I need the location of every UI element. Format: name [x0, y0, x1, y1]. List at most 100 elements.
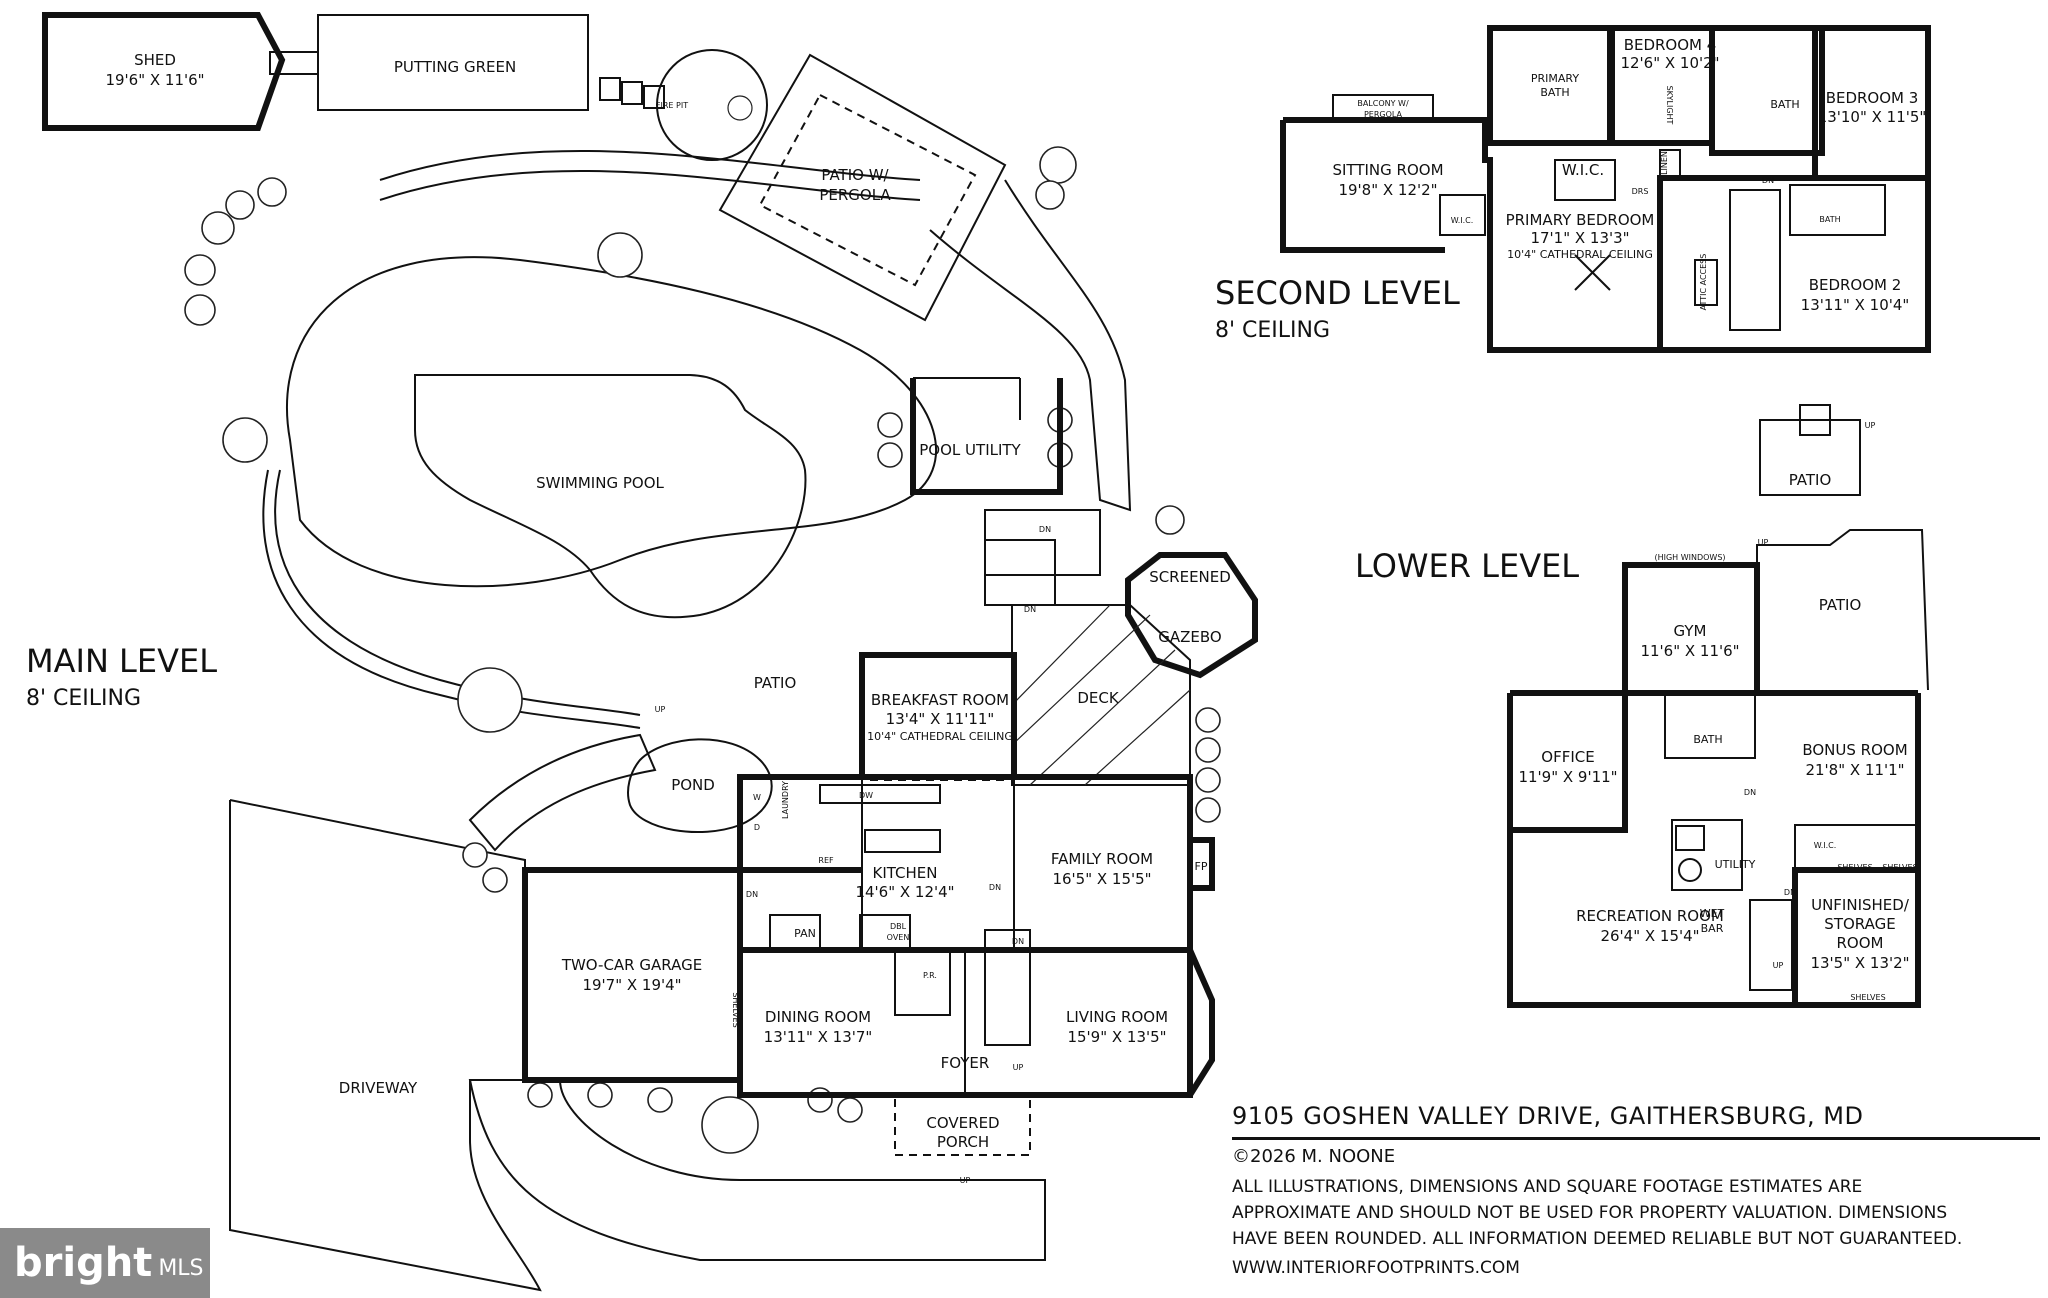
- driveway-outline: [229, 799, 542, 1292]
- stair-dn-label: DN: [1744, 788, 1756, 797]
- balcony-label-2: PERGOLA: [1364, 110, 1403, 119]
- storage-label-3: ROOM: [1837, 934, 1884, 952]
- deck-label: DECK: [1077, 689, 1120, 707]
- ref-label: REF: [818, 856, 834, 865]
- pool-utility-walls: [910, 378, 1063, 495]
- shrub: [1195, 737, 1221, 763]
- pergola-outline: [758, 93, 977, 287]
- shrub: [1155, 505, 1185, 535]
- bonus-room-label: BONUS ROOM: [1802, 741, 1907, 759]
- fireplace-label: FP: [1195, 860, 1208, 873]
- retaining-wall: [274, 469, 641, 716]
- shrub: [225, 190, 255, 220]
- primary-bedroom-note: 10'4" CATHEDRAL CEILING: [1507, 248, 1653, 261]
- pantry-label: PAN: [794, 927, 816, 940]
- shelves-label: SHELVES: [1837, 863, 1872, 872]
- balcony-outline: [1332, 94, 1434, 121]
- second-level-outline: [1283, 117, 1660, 353]
- swimming-pool-outline: [414, 374, 807, 619]
- shrub: [647, 1087, 673, 1113]
- second-bath: [1789, 184, 1886, 236]
- shrub: [527, 1082, 553, 1108]
- main-level-landscape: [42, 12, 1221, 1292]
- bright-mls-logo: bright MLS: [0, 1228, 210, 1298]
- linen-closet: [1659, 149, 1681, 179]
- main-level-title: MAIN LEVEL: [26, 642, 217, 680]
- shed-outline: [42, 12, 286, 131]
- lower-level-title: LOWER LEVEL: [1355, 547, 1579, 585]
- office-label: OFFICE: [1541, 748, 1594, 766]
- driveway-label: DRIVEWAY: [339, 1079, 418, 1097]
- storage-walls: [1792, 867, 1921, 1008]
- stair-dn-label: DN: [989, 883, 1001, 892]
- shrub: [877, 442, 903, 468]
- stair-up-label: UP: [1758, 538, 1769, 547]
- second-level-ceiling: 8' CEILING: [1215, 318, 1330, 343]
- tree: [597, 232, 643, 278]
- wet-bar-label-2: BAR: [1701, 922, 1724, 935]
- pond-label: POND: [671, 776, 715, 794]
- pool-deck-outline: [285, 256, 938, 588]
- gazebo-label-1: SCREENED: [1149, 568, 1231, 586]
- shrub: [482, 867, 508, 893]
- shelves-label: SHELVES: [1850, 993, 1885, 1002]
- lower-patio-outline: [1756, 529, 1929, 691]
- stair-dn-label: DN: [1762, 176, 1774, 185]
- patio-pergola-outline: [718, 53, 1007, 322]
- office-walls: [1510, 693, 1628, 833]
- dining-room-label: DINING ROOM: [765, 1008, 871, 1026]
- high-windows-label: (HIGH WINDOWS): [1654, 553, 1725, 562]
- garden-steps: [468, 733, 657, 852]
- stair-up-label: UP: [1773, 961, 1784, 970]
- garage-label: TWO-CAR GARAGE: [561, 956, 702, 974]
- laundry-label: LAUNDRY: [781, 781, 790, 819]
- powder-room-label: P.R.: [923, 971, 937, 980]
- family-room-dim: 16'5" X 15'5": [1052, 870, 1151, 888]
- utility-label: UTILITY: [1715, 858, 1756, 871]
- bedroom-2-dim: 13'11" X 10'4": [1801, 296, 1910, 314]
- main-level-ceiling: 8' CEILING: [26, 686, 141, 711]
- shrub: [1195, 707, 1221, 733]
- stepping-stone: [621, 81, 643, 105]
- second-level-plan: [1280, 25, 1931, 353]
- breakfast-room-label: BREAKFAST ROOM: [871, 691, 1009, 709]
- patio-stairs: [1799, 404, 1831, 436]
- patio-pergola-label-1: PATIO W/: [821, 166, 889, 184]
- tree: [701, 1096, 759, 1154]
- dryer-label: D: [754, 823, 760, 832]
- shrub: [462, 842, 488, 868]
- lower-patio-label: PATIO: [1819, 596, 1862, 614]
- bedroom-2-label: BEDROOM 2: [1809, 276, 1902, 294]
- front-walk-outline: [468, 1079, 1046, 1261]
- kitchen-counter: [819, 784, 941, 804]
- bath-walls: [1709, 25, 1825, 156]
- dining-room-dim: 13'11" X 13'7": [764, 1028, 873, 1046]
- stepping-stone: [643, 85, 665, 109]
- shed-dim: 19'6" X 11'6": [105, 71, 204, 89]
- powder-room: [894, 949, 951, 1016]
- sitting-room-dim: 19'8" X 12'2": [1338, 181, 1437, 199]
- shrub: [1039, 146, 1077, 184]
- primary-wic-label: W.I.C.: [1562, 161, 1604, 179]
- laundry-walls: [737, 774, 862, 873]
- pantry: [769, 914, 821, 951]
- drs-label: DRS: [1632, 187, 1649, 196]
- primary-bath-label-2: BATH: [1540, 86, 1569, 99]
- property-address: 9105 GOSHEN VALLEY DRIVE, GAITHERSBURG, …: [1232, 1102, 1864, 1130]
- fire-pit-circle: [656, 49, 768, 161]
- stair-dn-label: DN: [746, 890, 758, 899]
- shrub: [837, 1097, 863, 1123]
- primary-bath-label-1: PRIMARY: [1531, 72, 1579, 85]
- bath-2-label: BATH: [1819, 215, 1840, 224]
- stair-up-label: UP: [1013, 1063, 1024, 1072]
- copyright-text: ©2026 M. NOONE: [1232, 1146, 1396, 1167]
- website-link[interactable]: WWW.INTERIORFOOTPRINTS.COM: [1232, 1258, 1520, 1278]
- deck-hatch: [1029, 649, 1176, 786]
- washer-label: W: [753, 793, 761, 802]
- stair-dn-label: DN: [1012, 937, 1024, 946]
- patio-label: PATIO: [754, 674, 797, 692]
- storage-dim: 13'5" X 13'2": [1810, 954, 1909, 972]
- garage-walls: [522, 867, 743, 1083]
- main-level-house: [522, 377, 1258, 1156]
- second-level-title: SECOND LEVEL: [1215, 274, 1460, 312]
